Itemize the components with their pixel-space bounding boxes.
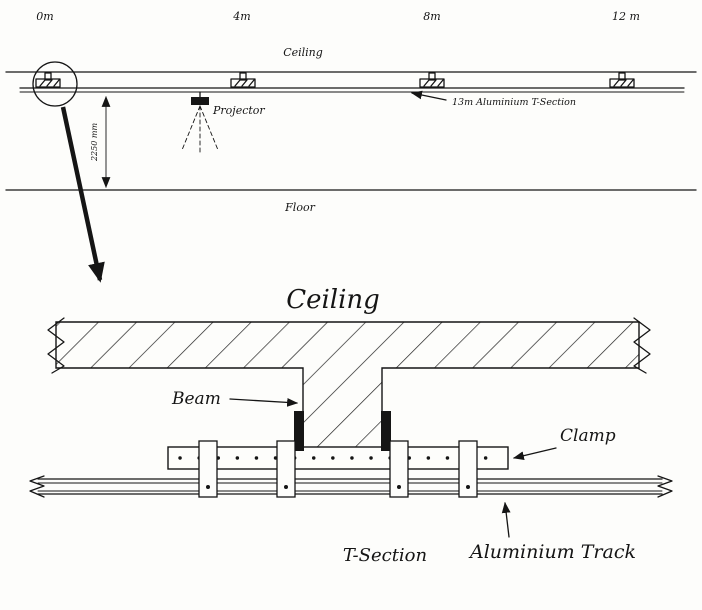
track-detail bbox=[37, 478, 663, 495]
detail-diagram: Ceiling bbox=[29, 285, 673, 566]
clamp-bar bbox=[167, 446, 509, 470]
projector-label: Projector bbox=[212, 104, 265, 117]
beam-arrow bbox=[229, 398, 299, 407]
beam-label: Beam bbox=[171, 389, 221, 409]
track-clamp bbox=[419, 72, 445, 88]
distance-label-0m: 0m bbox=[36, 10, 53, 23]
projector bbox=[181, 91, 219, 153]
track-detail-arrow bbox=[501, 501, 511, 538]
projection-beam-left bbox=[181, 105, 201, 151]
track-label-overview: 13m Aluminium T-Section bbox=[452, 97, 576, 108]
track-clamp bbox=[230, 72, 256, 88]
ceiling-label-overview: Ceiling bbox=[283, 46, 323, 59]
clamp-straps bbox=[198, 440, 478, 498]
tsection-label: T-Section bbox=[343, 545, 427, 566]
dimension-label: 2250 mm bbox=[90, 123, 99, 162]
track-break-left bbox=[29, 475, 45, 498]
track-break-right bbox=[657, 475, 673, 498]
track-label-arrow bbox=[410, 90, 447, 101]
ceiling-label-detail: Ceiling bbox=[286, 285, 380, 315]
track-clamp bbox=[609, 72, 635, 88]
track-clamp bbox=[35, 72, 61, 88]
clamp-label: Clamp bbox=[560, 426, 616, 446]
distance-label-8m: 8m bbox=[423, 10, 440, 23]
aluminium-track-label: Aluminium Track bbox=[468, 541, 636, 563]
distance-label-4m: 4m bbox=[232, 10, 250, 23]
track-overview bbox=[19, 87, 685, 93]
distance-label-12m: 12 m bbox=[612, 10, 640, 23]
slab-break-right bbox=[633, 317, 651, 374]
beam-pad-left bbox=[294, 411, 304, 451]
beam-pad-right bbox=[381, 411, 391, 451]
slab-break-left bbox=[47, 317, 65, 374]
floor-label: Floor bbox=[284, 201, 315, 214]
clamp-arrow bbox=[512, 447, 557, 460]
ceiling-slab-with-beam bbox=[55, 321, 640, 451]
overview-diagram: 0m 4m 8m 12 m Ceiling Projector 13m bbox=[5, 10, 697, 283]
projection-beam-right bbox=[199, 105, 219, 151]
detail-callout-circle bbox=[32, 61, 78, 107]
detail-callout-arrow bbox=[60, 106, 105, 283]
